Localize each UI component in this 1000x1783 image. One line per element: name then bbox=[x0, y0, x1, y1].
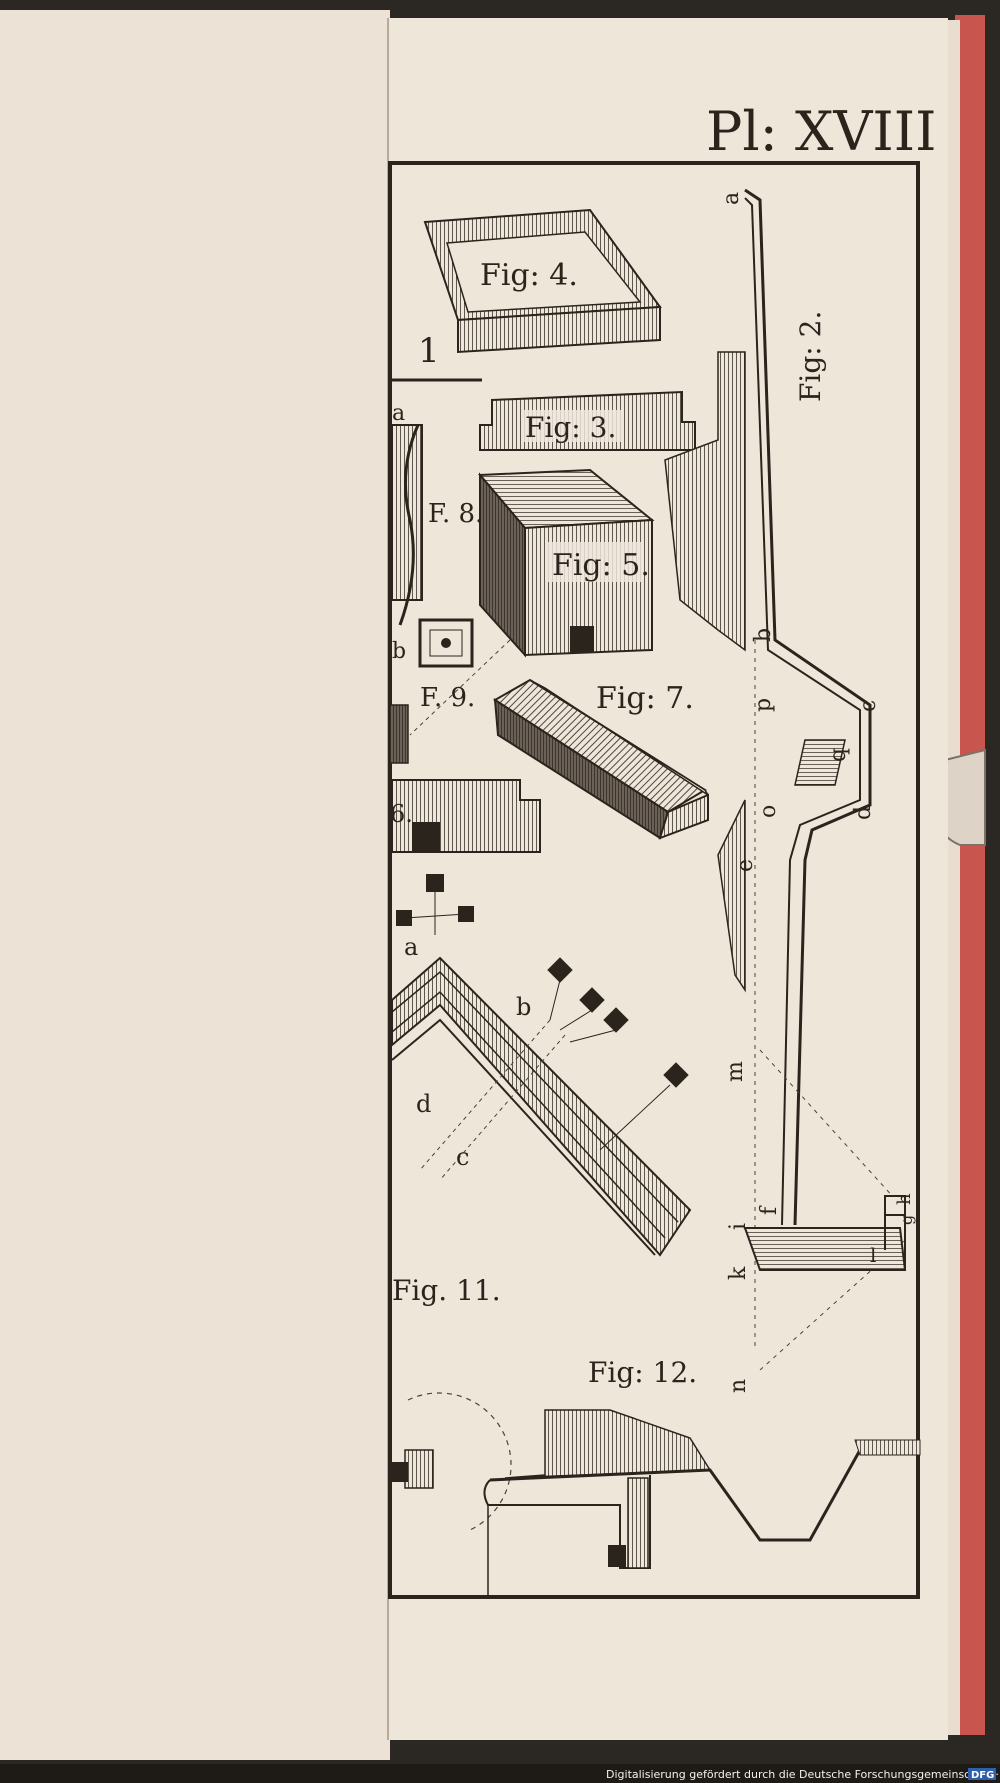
fig9-drawing: b F. 9. bbox=[389, 618, 511, 764]
fig2-letter-b: b bbox=[751, 628, 776, 642]
fig2-letter-p: p bbox=[751, 698, 776, 712]
fig4-frame-drawing: Fig: 4. bbox=[423, 208, 662, 354]
fig2-letter-f: f bbox=[757, 1205, 782, 1215]
fig8-drawing: a F. 8. bbox=[391, 401, 483, 626]
fig12-drawing: Fig: 12. bbox=[392, 1356, 921, 1595]
fig2-letter-e: e bbox=[733, 859, 758, 872]
fig11-letter-a: a bbox=[404, 933, 418, 961]
plate-frame bbox=[388, 161, 920, 1599]
fig2-letter-k: k bbox=[726, 1266, 751, 1280]
fig2-letter-q: q bbox=[826, 748, 851, 762]
fig9-letter-b: b bbox=[392, 639, 406, 664]
fig6-number: 6. bbox=[390, 800, 413, 828]
fig2-letter-n: n bbox=[726, 1379, 751, 1393]
book-paper-left bbox=[0, 10, 390, 1760]
fig2-letter-h: h bbox=[894, 1193, 915, 1205]
fig11-letter-c: c bbox=[456, 1143, 469, 1171]
fig2-label: Fig: 2. bbox=[794, 311, 827, 402]
fig12-label: Fig: 12. bbox=[588, 1356, 697, 1389]
fig5-label: Fig: 5. bbox=[552, 548, 650, 583]
dfg-logo bbox=[968, 1768, 996, 1780]
fig2-letter-a: a bbox=[719, 192, 744, 205]
fig2-letter-g: g bbox=[897, 1215, 916, 1225]
fig4-label: Fig: 4. bbox=[480, 258, 578, 293]
fig7-label: Fig: 7. bbox=[596, 681, 694, 716]
fig2-letter-i: i bbox=[726, 1223, 751, 1230]
footer-credit: Digitalisierung gefördert durch die Deut… bbox=[606, 1768, 999, 1781]
fig8-label: F. 8. bbox=[428, 499, 483, 529]
fig11-letter-b: b bbox=[516, 993, 531, 1021]
fig2-letter-d: d bbox=[851, 806, 876, 820]
fig2-letter-m: m bbox=[723, 1061, 748, 1082]
fig2-letter-o: o bbox=[756, 805, 781, 818]
fig3-label: Fig: 3. bbox=[525, 411, 616, 444]
fig2-profile-drawing: Fig: 2. a b c p q o d e m f i k n h g l bbox=[664, 188, 916, 1393]
dfg-logo-text: DFG bbox=[971, 1770, 994, 1781]
fig11-letter-d: d bbox=[416, 1090, 431, 1118]
fig7-channel-drawing: Fig: 7. bbox=[493, 678, 709, 840]
fig9-label: F. 9. bbox=[420, 683, 475, 713]
fig3-drawing: Fig: 3. bbox=[479, 390, 696, 451]
fig5-box-drawing: Fig: 5. bbox=[477, 468, 655, 658]
fig8-letter-a: a bbox=[392, 401, 405, 426]
fig11-label: Fig. 11. bbox=[392, 1274, 501, 1307]
fig2-letter-l: l bbox=[870, 1243, 876, 1267]
fig2-letter-c: c bbox=[856, 700, 881, 712]
plate-title: Pl: XVIII bbox=[706, 100, 936, 163]
footer-bar bbox=[0, 1764, 1000, 1783]
fig6-drawing: 6. bbox=[390, 779, 541, 853]
fig1-number: 1 bbox=[418, 331, 440, 371]
